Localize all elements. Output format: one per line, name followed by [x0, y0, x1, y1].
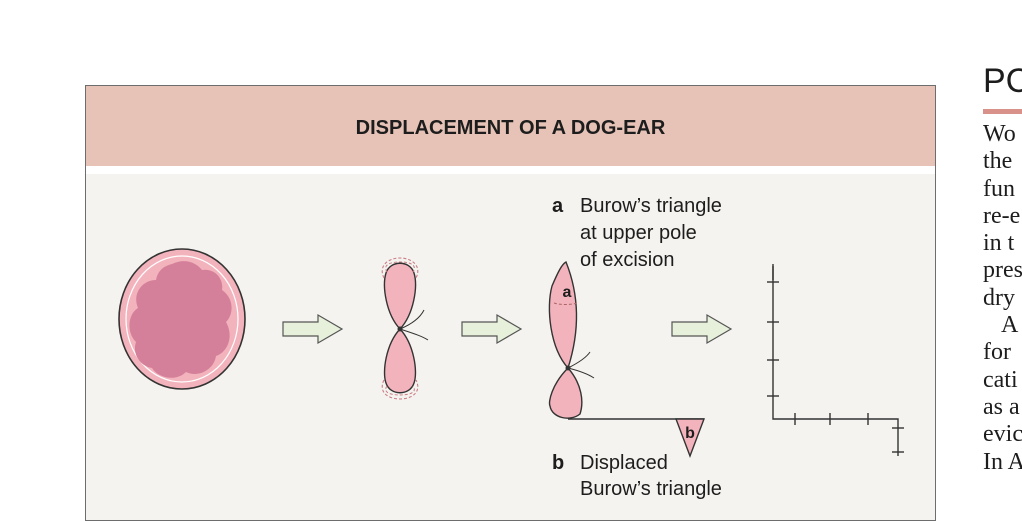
sutured-fusiform-stage	[381, 257, 429, 400]
text-line: dry	[983, 284, 1015, 311]
text-line: In A	[983, 448, 1022, 475]
upper-lobe	[383, 262, 417, 331]
upper-dog-ear-dashed-inner	[385, 261, 415, 273]
suture-tail	[399, 328, 429, 341]
caption-a-line: Burow’s triangle	[580, 195, 722, 217]
text-line: in t	[983, 230, 1015, 257]
lesion-core	[129, 261, 232, 378]
text-line: fun	[983, 175, 1015, 202]
l-shaped-scar	[772, 264, 899, 456]
caption-b-line: Displaced	[580, 452, 668, 474]
caption-a-line: of excision	[580, 249, 675, 271]
text-line: evic	[983, 421, 1022, 448]
heading-rule	[983, 109, 1022, 114]
suture-tail	[567, 351, 591, 369]
upper-lobe-elongated	[548, 261, 578, 370]
lower-lobe	[548, 366, 583, 419]
l-shaped-closure-stage	[767, 264, 904, 456]
oval-lesion-stage	[118, 248, 246, 390]
caption-b-marker: b	[552, 452, 564, 474]
right-arrow-icon	[461, 313, 523, 345]
caption-b-line: Burow’s triangle	[580, 478, 722, 500]
text-line: Wo	[983, 121, 1016, 147]
upper-dog-ear-dashed	[381, 257, 419, 279]
figure-header	[86, 86, 935, 166]
triangle-b-label: b	[685, 425, 695, 442]
text-line: as a	[983, 393, 1020, 420]
figure-title: DISPLACEMENT OF A DOG-EAR	[355, 117, 666, 139]
lower-dog-ear-dashed-inner	[385, 385, 415, 396]
section-heading: PC	[983, 62, 1022, 100]
right-arrow-icon	[671, 313, 733, 345]
caption-a-marker: a	[552, 195, 564, 217]
text-line: pres	[983, 257, 1022, 284]
body-text: Wo the fun re-e in t pres dry A for cati…	[983, 121, 1022, 476]
lower-lobe	[383, 327, 417, 394]
header-divider	[86, 166, 935, 174]
text-line: A	[1001, 312, 1019, 339]
burow-triangle-stage: a b	[548, 261, 706, 458]
text-line: cati	[983, 366, 1018, 393]
text-line: re-e	[983, 202, 1021, 229]
suture-tail	[399, 309, 425, 330]
right-arrow-icon	[282, 313, 344, 345]
displaced-burow-triangle	[674, 418, 706, 458]
lower-dog-ear-dashed	[381, 379, 419, 400]
burow-triangle-boundary	[553, 302, 579, 305]
dog-ear-diagram: a b a Burow’s triangle at upper pole of …	[118, 195, 904, 500]
triangle-a-label: a	[563, 284, 572, 301]
suture-tail	[567, 367, 595, 379]
text-line: for	[983, 339, 1011, 366]
dog-ear-figure: DISPLACEMENT OF A DOG-EAR	[85, 85, 936, 521]
excision-inner-margin	[125, 255, 239, 383]
text-line: the	[983, 148, 1013, 175]
caption-a-line: at upper pole	[580, 222, 697, 244]
